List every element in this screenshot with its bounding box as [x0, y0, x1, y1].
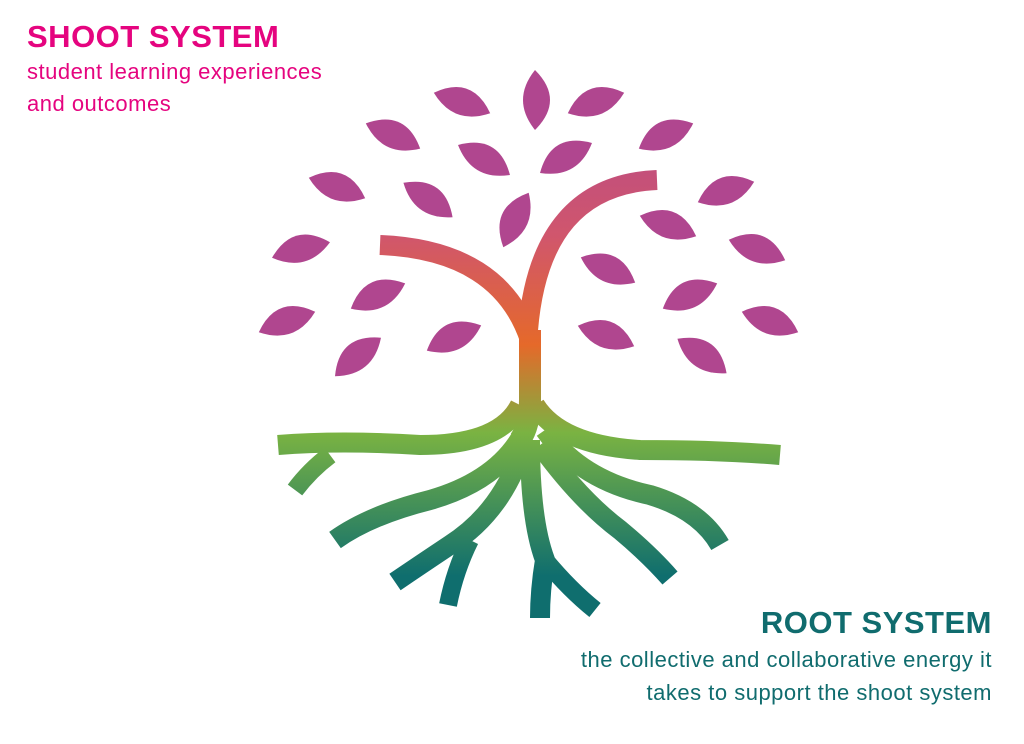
leaf — [638, 119, 694, 151]
root-system-desc-line2: takes to support the shoot system — [646, 680, 992, 705]
shoot-system-caption: SHOOT SYSTEM student learning experience… — [27, 18, 322, 120]
shoot-system-title: SHOOT SYSTEM — [27, 19, 280, 54]
root-center — [520, 439, 555, 619]
leaf — [426, 321, 482, 353]
leaf — [272, 234, 330, 263]
root-left-2 — [287, 447, 336, 496]
leaf — [350, 279, 406, 311]
leaf — [523, 70, 550, 130]
leaf — [677, 337, 727, 374]
root-left-4 — [389, 437, 535, 591]
root-system-desc-line1: the collective and collaborative energy … — [580, 647, 992, 672]
leaf — [577, 320, 635, 350]
root-left-top — [277, 399, 529, 455]
shoot-system-desc-line2: and outcomes — [27, 91, 172, 116]
leaf — [567, 87, 625, 117]
leaf — [433, 87, 491, 117]
leaf — [728, 234, 786, 264]
trunk-and-roots — [277, 170, 781, 619]
root-center-2 — [538, 554, 601, 618]
leaf — [499, 192, 531, 248]
root-system-caption: ROOT SYSTEM the collective and collabora… — [581, 603, 992, 709]
trunk — [510, 330, 541, 447]
leaf — [258, 306, 316, 336]
root-right-top — [526, 399, 781, 465]
leaf — [741, 306, 799, 336]
root-right-3 — [531, 439, 678, 585]
root-left-5 — [439, 535, 479, 607]
shoot-system-desc-line1: student learning experiences — [27, 59, 323, 84]
branch-right — [518, 170, 658, 331]
leaf — [540, 140, 592, 174]
leaf — [639, 210, 697, 240]
root-right-2 — [536, 424, 729, 551]
leaf — [662, 279, 718, 311]
leaf — [697, 176, 755, 206]
leaf — [365, 119, 421, 151]
leaf — [403, 181, 453, 218]
root-system-title: ROOT SYSTEM — [760, 605, 992, 640]
leaf — [335, 337, 381, 377]
leaf — [308, 172, 366, 202]
root-left-3 — [329, 425, 534, 549]
leaf — [458, 142, 510, 176]
leaves — [258, 70, 799, 377]
leaf — [580, 253, 636, 285]
